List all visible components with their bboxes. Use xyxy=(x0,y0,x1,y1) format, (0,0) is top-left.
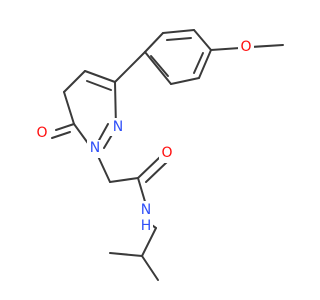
bond xyxy=(150,55,169,77)
bond xyxy=(63,91,75,125)
bond xyxy=(144,32,164,53)
bond xyxy=(250,44,284,48)
bond xyxy=(193,52,204,74)
ring-carbonyl-oxygen-label: O xyxy=(36,125,47,141)
bond xyxy=(96,153,111,183)
bond xyxy=(144,51,172,85)
ring-nitrogen-label: N xyxy=(90,140,100,156)
bond xyxy=(141,255,159,281)
bond xyxy=(198,49,212,79)
bond xyxy=(114,51,146,83)
bond xyxy=(145,160,169,183)
bond xyxy=(137,156,161,179)
label-background xyxy=(110,118,126,136)
bond xyxy=(193,29,212,51)
amide-nitrogen-label: N xyxy=(141,202,151,218)
bond xyxy=(109,177,139,183)
amide-hydrogen-label: H xyxy=(141,218,152,234)
label-background xyxy=(87,140,103,158)
bond xyxy=(210,47,241,51)
bond xyxy=(166,37,192,41)
ring-nitrogen-label: N xyxy=(113,119,123,135)
amide-oxygen-label: O xyxy=(161,145,172,161)
bond xyxy=(55,123,75,131)
bond xyxy=(84,70,116,83)
bond xyxy=(109,252,143,257)
label-background xyxy=(238,38,254,56)
bonds xyxy=(51,29,284,281)
bond xyxy=(141,227,157,257)
bond xyxy=(162,29,195,34)
methoxy-oxygen-label: O xyxy=(240,39,251,55)
label-background xyxy=(34,124,50,142)
label-background xyxy=(159,145,175,163)
bond xyxy=(137,177,147,206)
bond xyxy=(170,77,200,85)
bond xyxy=(86,80,112,91)
bond xyxy=(97,123,109,143)
bond xyxy=(63,70,86,93)
label-background xyxy=(137,201,153,231)
bond xyxy=(51,131,71,139)
molecule-structure: O N N O O N H xyxy=(34,29,284,281)
molecule-canvas: O N N O O N H xyxy=(34,29,284,281)
atom-labels: O N N O O N H xyxy=(34,38,254,234)
